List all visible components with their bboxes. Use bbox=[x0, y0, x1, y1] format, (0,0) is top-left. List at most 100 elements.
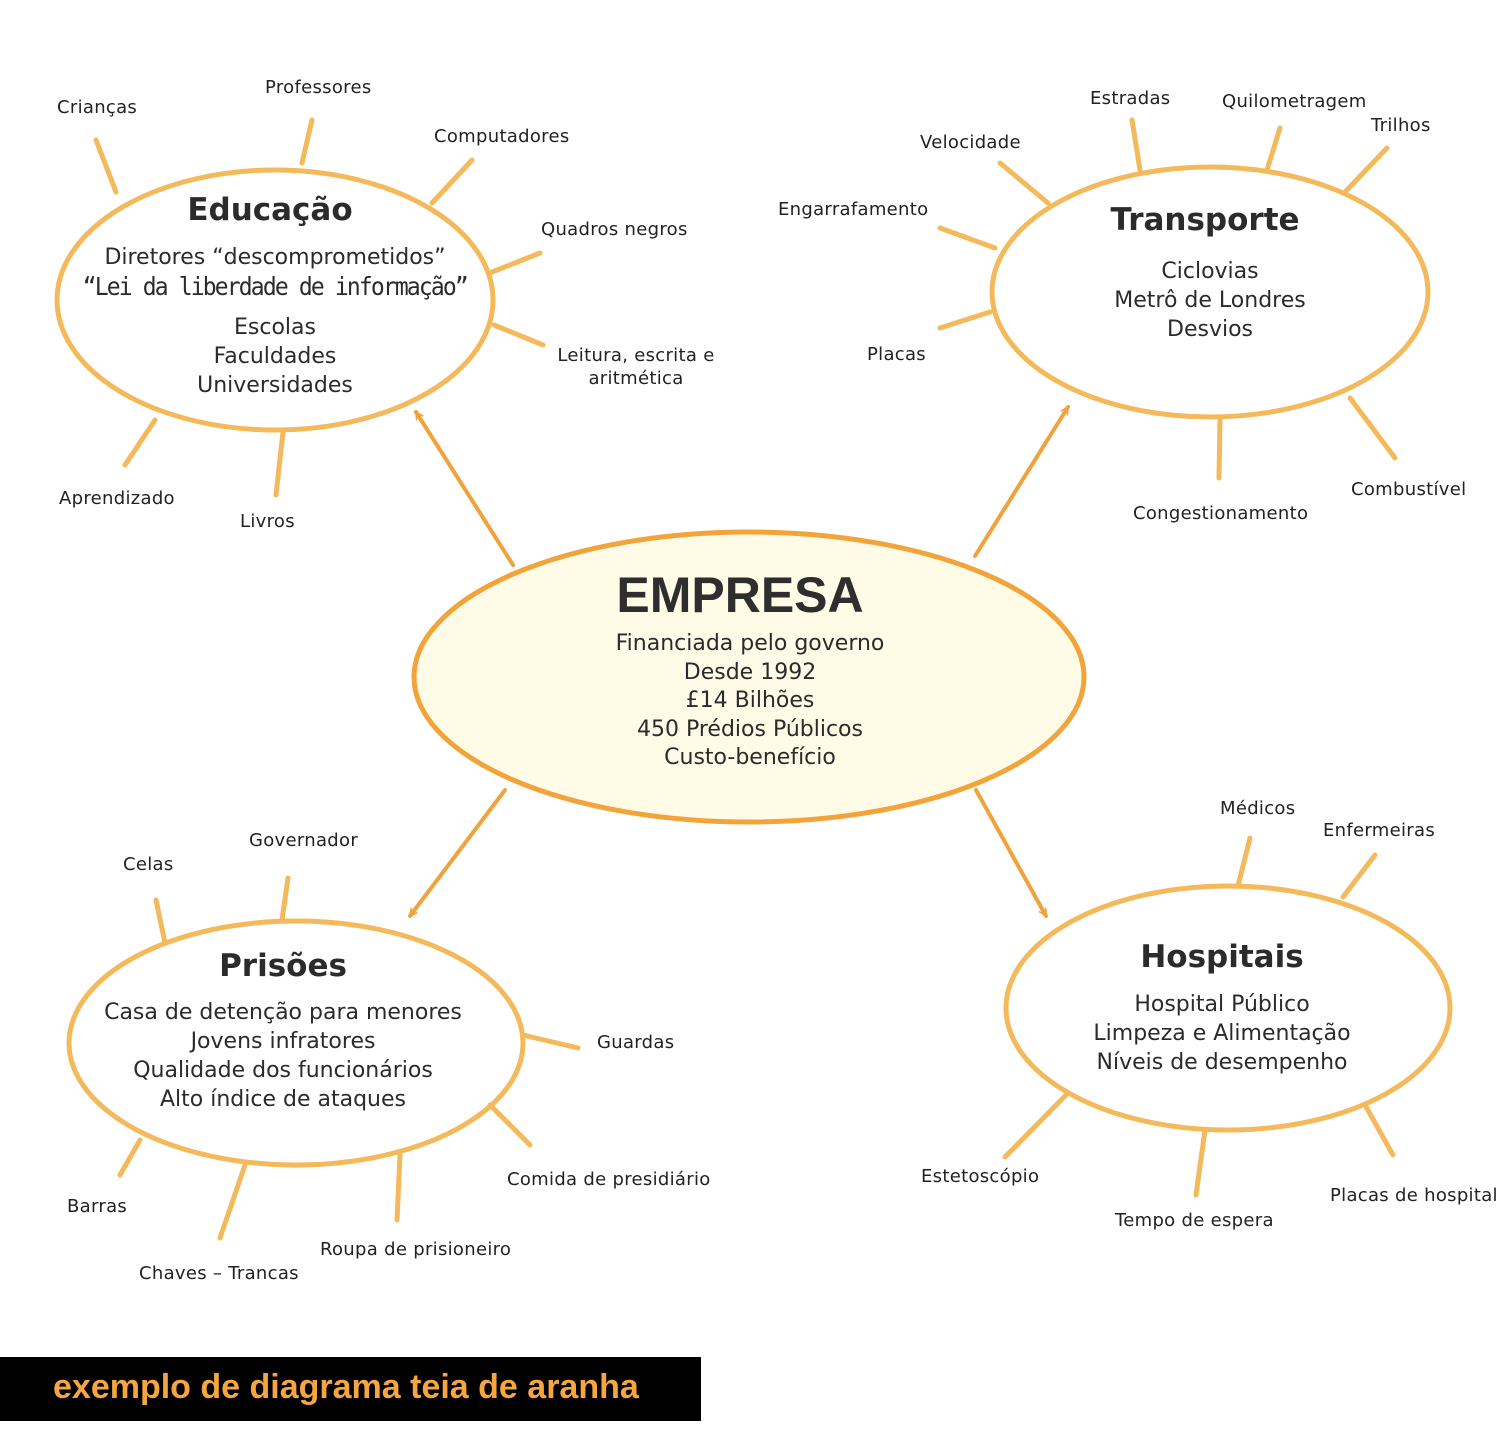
label-chaves: Chaves – Trancas bbox=[139, 1263, 299, 1284]
prisoes-title: Prisões bbox=[219, 948, 347, 984]
spoke-barras bbox=[117, 1137, 143, 1178]
spoke-estradas bbox=[1129, 117, 1143, 173]
transporte-bubble-group bbox=[937, 117, 1431, 481]
label-leitura: Leitura, escrita e aritmética bbox=[556, 344, 716, 390]
prisoes-content: Casa de detenção para menores Jovens inf… bbox=[83, 998, 483, 1114]
spoke-governador bbox=[279, 875, 291, 923]
label-quadros: Quadros negros bbox=[541, 219, 688, 240]
hospitais-line-1: Hospital Público bbox=[1134, 992, 1310, 1017]
transporte-line-3: Desvios bbox=[1167, 317, 1253, 342]
hospitais-title: Hospitais bbox=[1140, 939, 1304, 975]
label-placas: Placas bbox=[867, 344, 926, 365]
label-velocidade: Velocidade bbox=[920, 132, 1021, 153]
spoke-guardas bbox=[520, 1032, 581, 1051]
educacao-line-5: Universidades bbox=[197, 373, 353, 398]
prisoes-line-1: Casa de detenção para menores bbox=[104, 1000, 462, 1025]
center-line-3: £14 Bilhões bbox=[685, 688, 815, 713]
label-engarrafamento: Engarrafamento bbox=[778, 199, 929, 220]
spoke-quadros bbox=[489, 250, 543, 275]
spoke-congestionamento bbox=[1216, 415, 1223, 481]
label-leitura-line-2: aritmética bbox=[588, 368, 684, 389]
label-comida: Comida de presidiário bbox=[507, 1169, 711, 1190]
educacao-content: Diretores “descomprometidos” “Lei da lib… bbox=[60, 243, 490, 400]
arrow-to-hospitais bbox=[974, 788, 1048, 918]
spoke-aprendizado bbox=[122, 417, 158, 468]
educacao-line-2: “Lei da liberdade de informação” bbox=[60, 272, 490, 313]
educacao-line-2-text: “Lei da liberdade de informação” bbox=[82, 272, 469, 301]
center-content: Financiada pelo governo Desde 1992 £14 B… bbox=[580, 630, 920, 773]
label-barras: Barras bbox=[67, 1196, 128, 1217]
hospitais-line-2: Limpeza e Alimentação bbox=[1093, 1021, 1351, 1046]
label-trilhos: Trilhos bbox=[1371, 115, 1431, 136]
spoke-computadores bbox=[429, 157, 475, 206]
center-line-5: Custo-benefício bbox=[664, 745, 836, 770]
educacao-bubble bbox=[54, 167, 496, 433]
transporte-bubble bbox=[989, 164, 1431, 420]
label-criancas: Crianças bbox=[57, 97, 138, 118]
arrow-to-transporte bbox=[973, 405, 1070, 558]
educacao-bubble-group bbox=[54, 117, 546, 498]
caption-banner: exemplo de diagrama teia de aranha bbox=[0, 1357, 701, 1421]
transporte-line-2: Metrô de Londres bbox=[1114, 288, 1306, 313]
educacao-line-3: Escolas bbox=[234, 315, 316, 340]
label-guardas: Guardas bbox=[597, 1032, 675, 1053]
label-combustivel: Combustível bbox=[1351, 479, 1467, 500]
prisoes-line-3: Qualidade dos funcionários bbox=[133, 1058, 433, 1083]
label-livros: Livros bbox=[240, 511, 295, 532]
prisoes-line-2: Jovens infratores bbox=[190, 1029, 376, 1054]
educacao-line-4: Faculdades bbox=[213, 344, 337, 369]
label-roupa: Roupa de prisioneiro bbox=[320, 1239, 512, 1260]
spoke-chaves bbox=[217, 1162, 248, 1241]
label-professores: Professores bbox=[265, 77, 372, 98]
spoke-quilometragem bbox=[1264, 125, 1283, 173]
label-computadores: Computadores bbox=[434, 126, 570, 147]
arrows bbox=[408, 405, 1070, 918]
spoke-comida bbox=[487, 1102, 533, 1148]
label-quilometragem: Quilometragem bbox=[1222, 91, 1367, 112]
educacao-line-1: Diretores “descomprometidos” bbox=[104, 245, 446, 270]
spoke-tempo bbox=[1193, 1127, 1208, 1198]
label-congestionamento: Congestionamento bbox=[1133, 503, 1309, 524]
spoke-enfermeiras bbox=[1340, 852, 1378, 900]
transporte-content: Ciclovias Metrô de Londres Desvios bbox=[1060, 257, 1360, 344]
educacao-title: Educação bbox=[187, 192, 353, 228]
spoke-engarrafamento bbox=[937, 225, 998, 251]
label-placas-hospital: Placas de hospital bbox=[1330, 1185, 1498, 1206]
label-leitura-line-1: Leitura, escrita e bbox=[557, 345, 715, 366]
center-bubble bbox=[411, 529, 1087, 825]
label-aprendizado: Aprendizado bbox=[59, 488, 175, 509]
label-medicos: Médicos bbox=[1220, 798, 1296, 819]
label-governador: Governador bbox=[249, 830, 359, 851]
spoke-trilhos bbox=[1342, 145, 1390, 195]
hospitais-bubble bbox=[1003, 883, 1453, 1133]
prisoes-line-4: Alto índice de ataques bbox=[160, 1087, 406, 1112]
spoke-professores bbox=[299, 117, 315, 166]
hospitais-content: Hospital Público Limpeza e Alimentação N… bbox=[1072, 990, 1372, 1077]
hospitais-line-3: Níveis de desempenho bbox=[1096, 1050, 1348, 1075]
spoke-velocidade bbox=[997, 160, 1051, 206]
spoke-combustivel bbox=[1347, 395, 1398, 461]
arrow-to-prisoes bbox=[408, 788, 507, 918]
spoke-criancas bbox=[93, 137, 119, 195]
prisoes-bubble-group bbox=[66, 875, 581, 1241]
hospitais-bubble-group bbox=[1002, 835, 1453, 1198]
spoke-placas-hospital bbox=[1362, 1102, 1396, 1158]
prisoes-bubble bbox=[66, 918, 526, 1168]
label-enfermeiras: Enfermeiras bbox=[1323, 820, 1435, 841]
spoke-celas bbox=[153, 897, 168, 946]
center-line-4: 450 Prédios Públicos bbox=[637, 716, 863, 742]
spoke-livros bbox=[273, 429, 286, 498]
transporte-title: Transporte bbox=[1110, 202, 1300, 238]
spoke-estetoscopio bbox=[1002, 1092, 1069, 1160]
label-tempo: Tempo de espera bbox=[1115, 1210, 1274, 1231]
center-line-1: Financiada pelo governo bbox=[615, 631, 885, 656]
arrow-to-educacao bbox=[414, 410, 515, 567]
center-line-2: Desde 1992 bbox=[683, 659, 817, 685]
transporte-line-1: Ciclovias bbox=[1161, 259, 1259, 284]
caption-text: exemplo de diagrama teia de aranha bbox=[53, 1368, 639, 1406]
label-estetoscopio: Estetoscópio bbox=[921, 1166, 1040, 1187]
spoke-placas bbox=[937, 309, 993, 331]
spoke-roupa bbox=[394, 1152, 403, 1223]
spoke-leitura bbox=[491, 322, 546, 348]
label-estradas: Estradas bbox=[1090, 88, 1171, 109]
